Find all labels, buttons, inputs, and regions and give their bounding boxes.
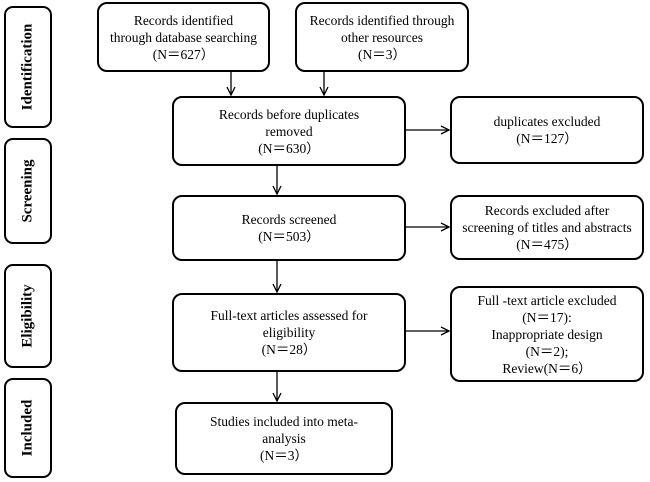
box-records-excluded-screening: Records excluded after screening of titl…: [450, 195, 644, 260]
stage-screening: Screening: [4, 138, 52, 244]
box-other-records: Records identified through other resourc…: [295, 2, 469, 72]
box-fulltext-assessed: Full-text articles assessed for eligibil…: [172, 293, 406, 372]
box-database-records: Records identified through database sear…: [97, 2, 270, 72]
box-duplicates-excluded: duplicates excluded (N＝127）: [450, 96, 644, 164]
stage-included: Included: [4, 378, 52, 478]
box-fulltext-excluded: Full -text article excluded (N＝17): Inap…: [450, 286, 644, 382]
stage-identification: Identification: [4, 6, 52, 128]
stage-eligibility: Eligibility: [4, 264, 52, 368]
box-records-before-duplicates: Records before duplicates removed (N＝630…: [172, 96, 406, 166]
box-studies-included: Studies included into meta- analysis (N＝…: [175, 402, 393, 475]
box-records-screened: Records screened (N＝503）: [172, 195, 406, 261]
